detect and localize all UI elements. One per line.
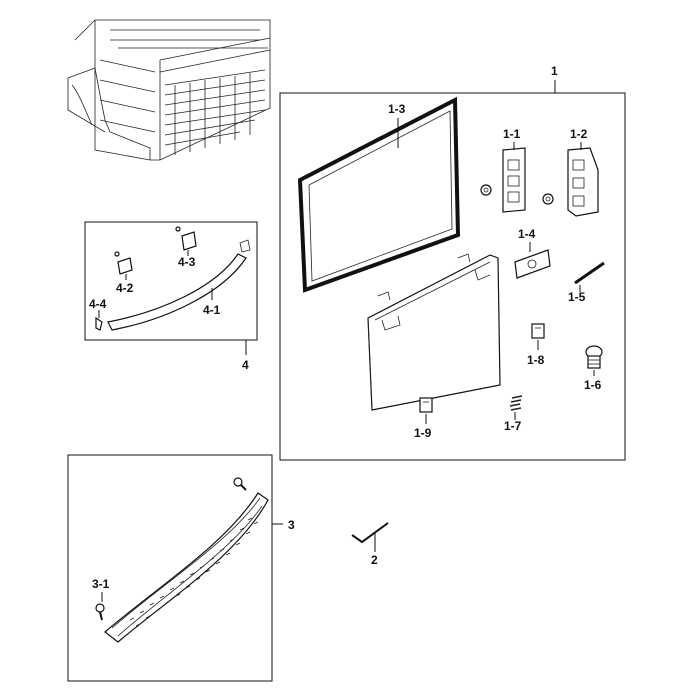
group-3-frame [67, 454, 273, 682]
bracket-part-4-3 [175, 226, 197, 251]
group-4-frame [84, 221, 258, 341]
refrigerator-cabinet-illustration [67, 19, 271, 161]
callout-1-2: 1-2 [570, 127, 588, 141]
door-panel-part [367, 253, 501, 411]
curved-trim-part-4-1 [107, 239, 251, 331]
screw-top-part [233, 477, 247, 491]
callout-4-3: 4-3 [178, 255, 196, 269]
bracket-part-4-2 [114, 251, 133, 275]
callout-4-1: 4-1 [203, 303, 221, 317]
clip-part-1-9 [419, 397, 433, 413]
callout-3-1: 3-1 [92, 577, 110, 591]
spring-part-1-7 [509, 395, 523, 411]
fitting-part-1-6 [585, 345, 603, 369]
bracket-part-1-4 [514, 249, 551, 279]
callout-4: 4 [242, 358, 249, 372]
callout-4-4: 4-4 [89, 297, 107, 311]
callout-1-1: 1-1 [503, 127, 521, 141]
screw-part-3-1 [95, 603, 105, 621]
clip-part-4-4 [95, 316, 103, 331]
callout-2: 2 [371, 553, 378, 567]
gasket-part [297, 96, 461, 293]
screw-cap-right [542, 193, 554, 205]
screw-cap-left [480, 184, 492, 196]
rod-part-1-5 [574, 261, 605, 285]
clip-part-1-8 [531, 323, 545, 339]
hinge-plate-1-2 [567, 147, 599, 217]
callout-4-2: 4-2 [116, 281, 134, 295]
callout-1-9: 1-9 [414, 426, 432, 440]
callout-1-6: 1-6 [584, 378, 602, 392]
callout-1-4: 1-4 [518, 227, 536, 241]
callout-1-8: 1-8 [527, 353, 545, 367]
rod-part-2 [351, 522, 389, 544]
callout-1: 1 [551, 64, 558, 78]
callout-1-5: 1-5 [568, 290, 586, 304]
hinge-plate-1-1 [502, 147, 526, 213]
group-1-frame [279, 92, 626, 461]
drawer-rail-part [104, 492, 269, 643]
callout-1-3: 1-3 [388, 102, 406, 116]
callout-1-7: 1-7 [504, 419, 522, 433]
callout-3: 3 [288, 518, 295, 532]
